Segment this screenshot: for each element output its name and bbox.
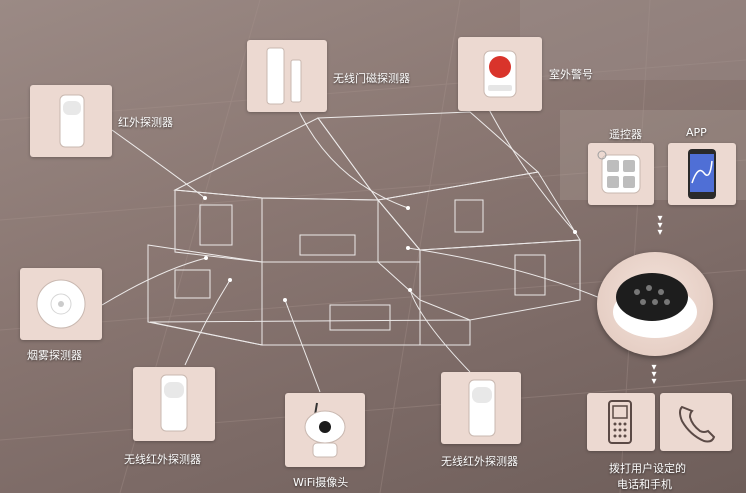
infrared-detector-label: 红外探测器 xyxy=(118,116,173,129)
remote-control-tile xyxy=(588,143,654,205)
app-tile xyxy=(668,143,736,205)
door-sensor-label: 无线门磁探测器 xyxy=(333,72,410,85)
mobile-phone-tile xyxy=(587,393,655,451)
smoke-detector-label: 烟雾探测器 xyxy=(27,349,82,362)
infrared-detector-tile xyxy=(30,85,112,157)
connector-dots-bottom: ▾▾▾ xyxy=(651,362,657,387)
connector-dots-top: ▾▾▾ xyxy=(657,213,663,238)
smoke-detector-tile xyxy=(20,268,102,340)
wifi-camera-label: WiFi摄像头 xyxy=(293,476,349,489)
pir-sensor-icon xyxy=(59,94,85,148)
telephone-tile xyxy=(660,393,732,451)
wireless-infrared-right-tile xyxy=(441,372,521,444)
wifi-camera-tile xyxy=(285,393,365,467)
smoke-detector-icon xyxy=(36,279,86,329)
mobile-phone-icon xyxy=(608,400,632,444)
remote-control-icon xyxy=(597,150,641,194)
pir-sensor-icon xyxy=(160,374,188,432)
remote-control-label: 遥控器 xyxy=(609,128,642,141)
app-label: APP xyxy=(686,126,707,139)
dial-user-phone-label-line2: 电话和手机 xyxy=(617,478,672,491)
alarm-hub-icon xyxy=(613,273,697,338)
outdoor-siren-tile xyxy=(458,37,542,111)
pir-sensor-icon xyxy=(468,379,496,437)
smartphone-app-icon xyxy=(688,149,716,199)
wireless-infrared-right-label: 无线红外探测器 xyxy=(441,455,518,468)
dial-user-phone-label-line1: 拨打用户设定的 xyxy=(609,462,686,475)
door-sensor-tile xyxy=(247,40,327,112)
alarm-hub xyxy=(597,252,713,356)
wifi-camera-icon xyxy=(304,402,346,458)
telephone-handset-icon xyxy=(679,405,716,443)
outdoor-siren-label: 室外警号 xyxy=(549,68,593,81)
door-sensor-icon xyxy=(266,47,302,105)
wireless-infrared-left-tile xyxy=(133,367,215,441)
wireless-infrared-left-label: 无线红外探测器 xyxy=(124,453,201,466)
siren-icon xyxy=(483,50,517,98)
